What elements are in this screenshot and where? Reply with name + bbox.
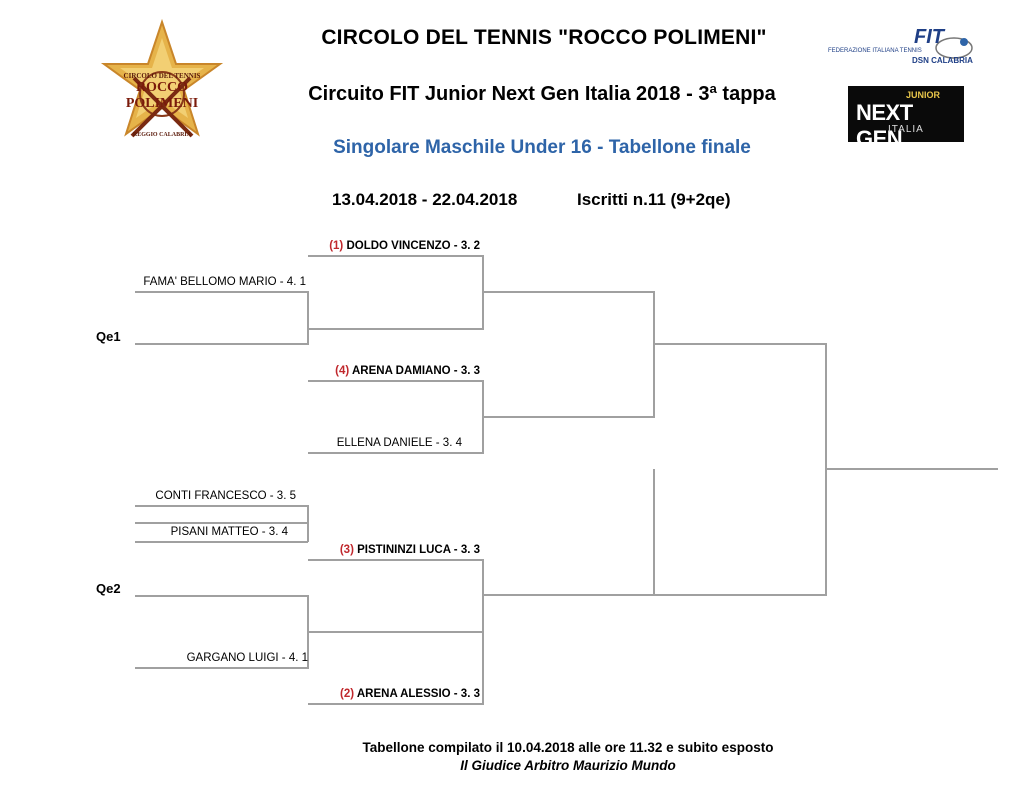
club-logo-line3: REGGIO CALABRIA — [132, 132, 192, 138]
player-ellena: ELLENA DANIELE - 3. 4 — [337, 437, 462, 449]
seed-badge: (4) — [335, 365, 350, 377]
player-name: DOLDO VINCENZO - 3. 2 — [346, 240, 480, 252]
player-fama: FAMA' BELLOMO MARIO - 4. 1 — [143, 276, 306, 288]
event-title: Singolare Maschile Under 16 - Tabellone … — [333, 137, 751, 158]
club-logo: CIRCOLO DEL TENNIS ROCCO POLIMENI REGGIO… — [100, 18, 224, 146]
player-name: PISTININZI LUCA - 3. 3 — [357, 544, 480, 556]
bracket-line-fama — [135, 291, 484, 330]
player-name: ARENA DAMIANO - 3. 3 — [352, 365, 480, 377]
bracket-line-conti-pisani — [135, 505, 309, 524]
referee-signature: Il Giudice Arbitro Maurizio Mundo — [460, 758, 676, 773]
player-pistininzi: (3) PISTININZI LUCA - 3. 3 — [340, 544, 480, 556]
player-name: GARGANO LUIGI - 4. 1 — [186, 652, 308, 664]
next-gen-logo-line1: JUNIOR — [906, 90, 941, 100]
player-name: PISANI MATTEO - 3. 4 — [170, 526, 288, 538]
club-logo-line1: CIRCOLO DEL TENNIS — [123, 72, 201, 80]
player-doldo: (1) DOLDO VINCENZO - 3. 2 — [329, 240, 480, 252]
next-gen-logo-line2: NEXT GEN — [856, 100, 913, 151]
bracket-line-r1-top — [308, 255, 998, 470]
player-conti: CONTI FRANCESCO - 3. 5 — [155, 490, 296, 502]
fit-logo-line2: DSN CALABRIA — [912, 56, 973, 65]
entries-count: Iscritti n.11 (9+2qe) — [577, 190, 731, 209]
player-gargano: GARGANO LUIGI - 4. 1 — [187, 652, 308, 664]
bracket-line-ellena — [308, 417, 484, 454]
bracket-line-pistininzi — [308, 469, 655, 596]
bracket-line-arena-d — [308, 344, 655, 418]
player-name: ARENA ALESSIO - 3. 3 — [356, 688, 480, 700]
player-pisani: PISANI MATTEO - 3. 4 — [171, 526, 288, 538]
club-title: CIRCOLO DEL TENNIS "ROCCO POLIMENI" — [321, 26, 767, 49]
compiled-note: Tabellone compilato il 10.04.2018 alle o… — [362, 740, 774, 755]
player-name: CONTI FRANCESCO - 3. 5 — [155, 490, 296, 502]
bracket-line-gargano — [135, 632, 309, 669]
fit-logo: FIT FEDERAZIONE ITALIANA TENNIS DSN CALA… — [826, 22, 982, 70]
player-arena-alessio: (2) ARENA ALESSIO - 3. 3 — [340, 688, 480, 700]
tournament-dates: 13.04.2018 - 22.04.2018 — [332, 190, 518, 209]
bracket-line-semi-bottom — [654, 469, 827, 596]
bracket-line-arena-a — [308, 632, 484, 705]
seed-badge: (3) — [339, 544, 354, 556]
fit-logo-mark: FIT — [914, 26, 944, 48]
seed-badge: (1) — [329, 240, 344, 252]
fit-logo-line1: FEDERAZIONE ITALIANA TENNIS — [828, 48, 922, 54]
circuit-title: Circuito FIT Junior Next Gen Italia 2018… — [308, 83, 776, 105]
player-arena-damiano: (4) ARENA DAMIANO - 3. 3 — [335, 365, 480, 377]
club-logo-line2: ROCCO POLIMENI — [125, 80, 199, 111]
seed-badge: (2) — [340, 688, 355, 700]
next-gen-logo-line3: ITALIA — [888, 124, 924, 135]
bracket-line-qe2 — [135, 595, 484, 633]
player-name: ELLENA DANIELE - 3. 4 — [336, 437, 462, 449]
qualifier-qe2: Qe2 — [96, 581, 121, 596]
bracket-line-qe1 — [135, 329, 309, 345]
player-name: FAMA' BELLOMO MARIO - 4. 1 — [143, 276, 306, 288]
qualifier-qe1: Qe1 — [96, 329, 121, 344]
next-gen-logo: JUNIOR NEXT GEN ITALIA — [848, 86, 964, 151]
